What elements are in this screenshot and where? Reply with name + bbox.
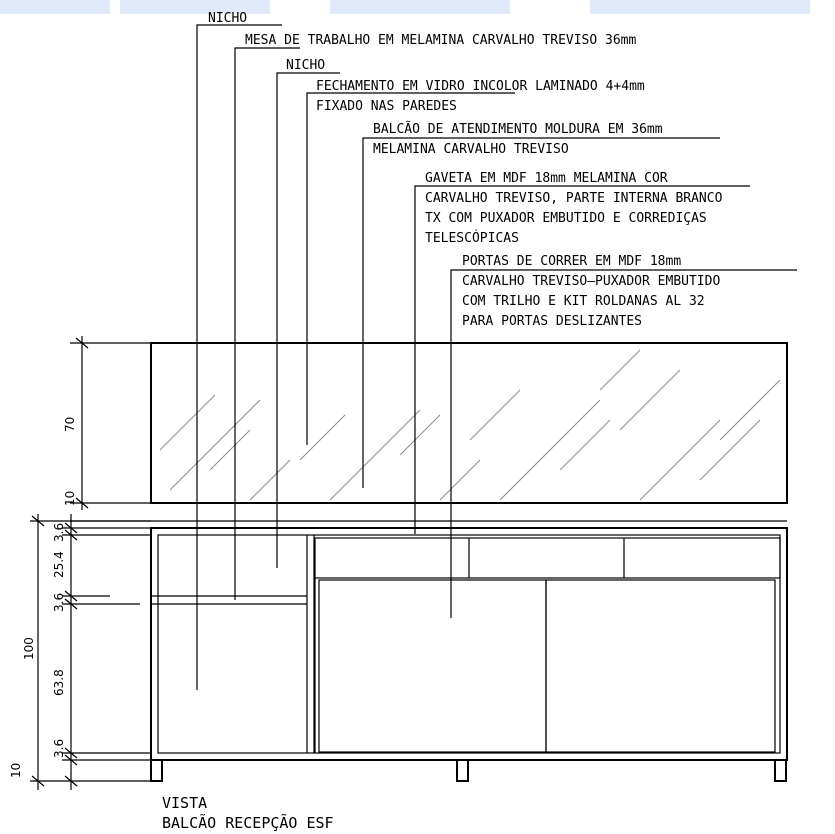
label-gaveta-2: CARVALHO TREVISO, PARTE INTERNA BRANCO bbox=[425, 191, 723, 206]
label-balcao-2: MELAMINA CARVALHO TREVISO bbox=[373, 142, 569, 157]
glass-hatching bbox=[159, 349, 781, 501]
hatch-line bbox=[619, 369, 681, 431]
leader-lines bbox=[196, 24, 797, 690]
dimension-values: 70 10 100 3.6 25.4 3.6 63.8 3.6 10 bbox=[9, 417, 77, 778]
label-balcao-1: BALCÃO DE ATENDIMENTO MOLDURA EM 36mm bbox=[373, 121, 663, 137]
hatch-line bbox=[699, 419, 761, 481]
dim-shelf-3-6: 3.6 bbox=[52, 593, 66, 612]
hatch-line bbox=[469, 389, 521, 441]
hatch-line bbox=[559, 419, 611, 471]
dim-body-63-8: 63.8 bbox=[52, 669, 66, 696]
label-fechamento-1: FECHAMENTO EM VIDRO INCOLOR LAMINADO 4+4… bbox=[316, 79, 645, 94]
dimension-lines bbox=[30, 336, 151, 790]
hatch-line bbox=[439, 459, 481, 501]
hatch-line bbox=[399, 414, 441, 456]
title-line-2: BALCÃO RECEPÇÃO ESF bbox=[162, 813, 334, 832]
label-gaveta-1: GAVETA EM MDF 18mm MELAMINA COR bbox=[425, 171, 668, 186]
hatch-line bbox=[719, 379, 781, 441]
watermark-band-left bbox=[0, 0, 110, 14]
label-nicho-top: NICHO bbox=[208, 11, 247, 26]
hatch-line bbox=[599, 349, 641, 391]
hatch-line bbox=[169, 399, 261, 491]
hatch-line bbox=[299, 414, 346, 461]
title-line-1: VISTA bbox=[162, 794, 207, 812]
label-mesa: MESA DE TRABALHO EM MELAMINA CARVALHO TR… bbox=[245, 33, 637, 48]
label-nicho-2: NICHO bbox=[286, 58, 325, 73]
label-portas-3: COM TRILHO E KIT ROLDANAS AL 32 bbox=[462, 294, 705, 309]
hatch-line bbox=[329, 409, 421, 501]
label-portas-4: PARA PORTAS DESLIZANTES bbox=[462, 314, 642, 329]
dim-glass-base: 10 bbox=[63, 491, 77, 506]
watermark-band-mid2 bbox=[330, 0, 510, 14]
label-portas-2: CARVALHO TREVISO—PUXADOR EMBUTIDO bbox=[462, 274, 720, 289]
annotations: NICHO MESA DE TRABALHO EM MELAMINA CARVA… bbox=[208, 11, 723, 329]
hatch-line bbox=[209, 429, 251, 471]
dim-total-height: 100 bbox=[22, 637, 36, 660]
glass-panel bbox=[150, 342, 788, 504]
drawing-title: VISTA BALCÃO RECEPÇÃO ESF bbox=[162, 794, 334, 832]
dim-top-3-6: 3.6 bbox=[52, 523, 66, 542]
hatch-line bbox=[639, 419, 721, 501]
label-gaveta-3: TX COM PUXADOR EMBUTIDO E CORREDIÇAS bbox=[425, 211, 707, 226]
label-fechamento-2: FIXADO NAS PAREDES bbox=[316, 99, 457, 114]
dim-bottom-3-6: 3.6 bbox=[52, 739, 66, 758]
dim-glass-height: 70 bbox=[63, 417, 77, 432]
watermark-band-right bbox=[590, 0, 810, 14]
watermark-band-mid bbox=[120, 0, 270, 14]
dim-drawer-25-4: 25.4 bbox=[52, 551, 66, 578]
counter-body bbox=[150, 520, 788, 782]
label-gaveta-4: TELESCÓPICAS bbox=[425, 230, 519, 246]
hatch-line bbox=[159, 394, 216, 451]
dim-plinth-10: 10 bbox=[9, 763, 23, 778]
hatch-line bbox=[499, 399, 601, 501]
label-portas-1: PORTAS DE CORRER EM MDF 18mm bbox=[462, 254, 681, 269]
hatch-line bbox=[249, 459, 291, 501]
